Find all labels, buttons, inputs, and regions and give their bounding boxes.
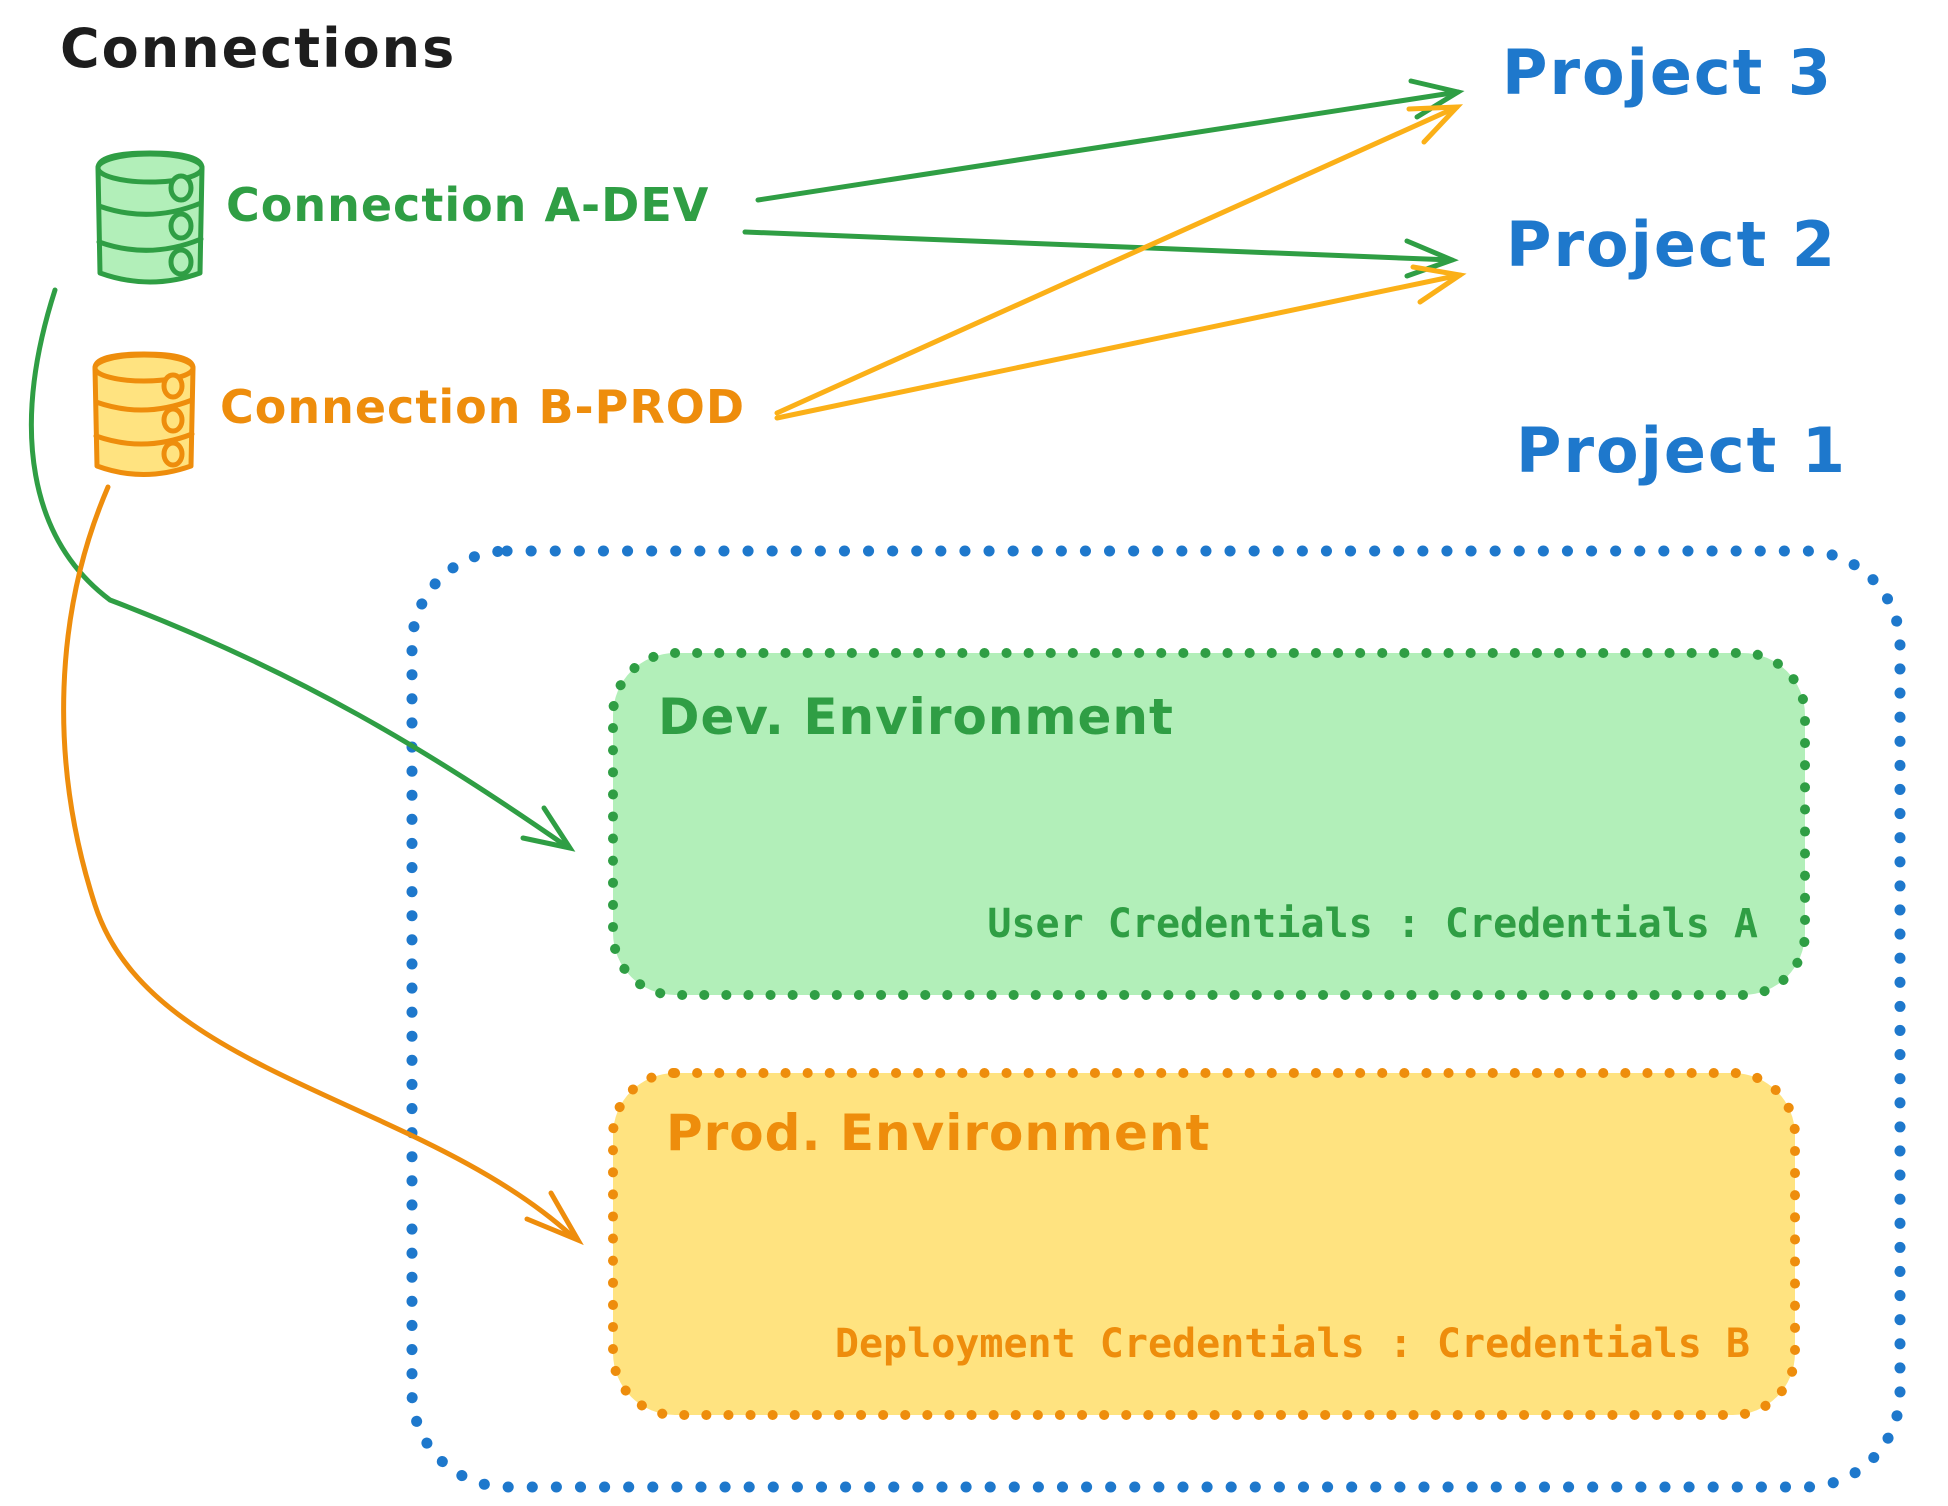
project-3-label: Project 3 — [1502, 36, 1834, 109]
diagram-title: Connections — [60, 17, 457, 80]
arrow-a-to-dev-environment — [28, 287, 576, 852]
database-b-icon — [92, 351, 196, 477]
dev-environment-title: Dev. Environment — [658, 688, 1174, 746]
dev-credentials-text: User Credentials : Credentials A — [987, 901, 1758, 947]
project-2-label: Project 2 — [1506, 208, 1838, 281]
project-1-label: Project 1 — [1516, 414, 1848, 487]
dev-environment-box — [608, 648, 1810, 1000]
arrow-b-to-prod-environment — [61, 484, 584, 1246]
arrow-b-to-project-2 — [774, 264, 1467, 421]
connection-a-label: Connection A-DEV — [226, 178, 710, 232]
prod-environment-title: Prod. Environment — [666, 1104, 1211, 1162]
arrow-b-to-project-3 — [774, 104, 1464, 416]
prod-credentials-text: Deployment Credentials : Credentials B — [834, 1321, 1750, 1367]
database-a-icon — [95, 150, 205, 285]
connection-b-label: Connection B-PROD — [220, 380, 746, 434]
prod-environment-box — [608, 1068, 1800, 1420]
project-1-boundary — [406, 545, 1906, 1493]
arrow-a-to-project-3 — [755, 78, 1465, 203]
